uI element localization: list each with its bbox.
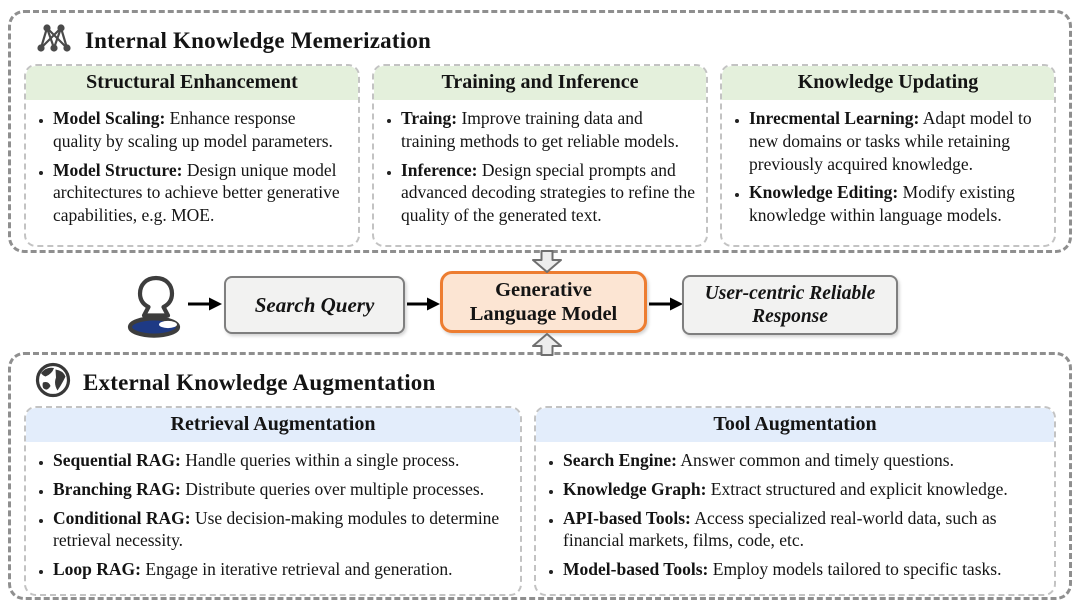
bullet-desc: Answer common and timely questions. — [680, 450, 954, 470]
bullet-term: Traing: — [401, 108, 458, 128]
model-label-line1: Generative — [495, 278, 592, 301]
card-header: Structural Enhancement — [26, 66, 358, 100]
bullet-term: Inference: — [401, 159, 478, 180]
bullet-term: API-based Tools: — [563, 507, 691, 528]
bullet-desc: Extract structured and explicit knowledg… — [710, 478, 1008, 499]
bullet-desc: Design special prompts and advanced deco… — [401, 159, 695, 226]
model-label-line2: Language Model — [469, 303, 618, 325]
card-structural-enhancement: Structural Enhancement Model Scaling: En… — [24, 64, 360, 247]
arrow-model-to-response — [649, 297, 683, 311]
card-header: Knowledge Updating — [722, 66, 1054, 100]
list-item: Conditional RAG: Use decision-making mod… — [53, 507, 510, 553]
card-header: Tool Augmentation — [536, 408, 1054, 442]
arrow-user-to-query — [188, 297, 222, 311]
card-knowledge-updating: Knowledge Updating Inrecmental Learning:… — [720, 64, 1056, 247]
block-arrow-up-icon — [532, 333, 562, 356]
bullet-term: Inrecmental Learning: — [749, 108, 920, 128]
bullet-term: Loop RAG: — [53, 559, 141, 579]
list-item: Search Engine: Answer common and timely … — [563, 449, 1044, 472]
bullet-desc: Improve training data and training metho… — [401, 108, 679, 151]
internal-section-header: Internal Knowledge Memerization — [11, 13, 1069, 64]
search-query-box: Search Query — [224, 276, 405, 334]
card-header: Retrieval Augmentation — [26, 408, 520, 442]
bullet-term: Knowledge Graph: — [563, 478, 707, 499]
bullet-desc: Engage in iterative retrieval and genera… — [145, 559, 453, 579]
bullet-desc: Employ models tailored to specific tasks… — [712, 559, 1002, 579]
card-training-inference: Training and Inference Traing: Improve t… — [372, 64, 708, 247]
bullet-term: Knowledge Editing: — [749, 182, 899, 203]
list-item: API-based Tools: Access specialized real… — [563, 507, 1044, 553]
bullet-term: Model-based Tools: — [563, 559, 709, 579]
card-body: Sequential RAG: Handle queries within a … — [26, 442, 520, 593]
list-item: Loop RAG: Engage in iterative retrieval … — [53, 558, 510, 581]
bullet-desc: Use decision-making modules to determine… — [53, 507, 500, 551]
list-item: Inference: Design special prompts and ad… — [401, 159, 696, 227]
bullet-term: Search Engine: — [563, 450, 677, 470]
card-body: Traing: Improve training data and traini… — [374, 100, 706, 239]
bullet-desc: Distribute queries over multiple process… — [185, 478, 485, 499]
bullet-term: Sequential RAG: — [53, 450, 181, 470]
block-arrow-down-icon — [532, 250, 562, 273]
arrow-query-to-model — [407, 297, 440, 311]
list-item: Traing: Improve training data and traini… — [401, 107, 696, 153]
list-item: Branching RAG: Distribute queries over m… — [53, 478, 510, 501]
bullet-term: Model Scaling: — [53, 108, 166, 128]
bullet-desc: Modify existing knowledge within languag… — [749, 182, 1015, 225]
internal-section-title: Internal Knowledge Memerization — [85, 27, 432, 53]
list-item: Sequential RAG: Handle queries within a … — [53, 449, 510, 472]
card-body: Search Engine: Answer common and timely … — [536, 442, 1054, 593]
response-box: User-centric Reliable Response — [682, 275, 898, 335]
internal-knowledge-section: Internal Knowledge Memerization Structur… — [8, 10, 1072, 253]
card-header: Training and Inference — [374, 66, 706, 100]
bullet-desc: Handle queries within a single process. — [185, 450, 460, 470]
card-body: Model Scaling: Enhance response quality … — [26, 100, 358, 239]
generative-language-model-box: Generative Language Model — [440, 271, 647, 333]
list-item: Knowledge Editing: Modify existing knowl… — [749, 181, 1044, 227]
external-cards-row: Retrieval Augmentation Sequential RAG: H… — [11, 406, 1069, 596]
list-item: Inrecmental Learning: Adapt model to new… — [749, 107, 1044, 175]
bullet-desc: Access specialized real-world data, such… — [563, 507, 997, 551]
globe-icon — [35, 362, 71, 403]
list-item: Model Structure: Design unique model arc… — [53, 159, 348, 227]
bullet-desc: Enhance response quality by scaling up m… — [53, 108, 333, 151]
bullet-desc: Adapt model to new domains or tasks whil… — [749, 108, 1032, 174]
search-query-label: Search Query — [254, 292, 375, 317]
external-section-title: External Knowledge Augmentation — [83, 369, 436, 395]
card-tool-augmentation: Tool Augmentation Search Engine: Answer … — [534, 406, 1056, 596]
external-section-header: External Knowledge Augmentation — [11, 355, 1069, 406]
response-label-line2: Response — [752, 306, 828, 327]
list-item: Knowledge Graph: Extract structured and … — [563, 478, 1044, 501]
external-knowledge-section: External Knowledge Augmentation Retrieva… — [8, 352, 1072, 600]
bullet-term: Conditional RAG: — [53, 507, 191, 528]
network-graph-icon — [35, 20, 73, 61]
list-item: Model Scaling: Enhance response quality … — [53, 107, 348, 153]
internal-cards-row: Structural Enhancement Model Scaling: En… — [11, 64, 1069, 247]
card-retrieval-augmentation: Retrieval Augmentation Sequential RAG: H… — [24, 406, 522, 596]
response-label-line1: User-centric Reliable — [704, 282, 876, 304]
bullet-desc: Design unique model architectures to ach… — [53, 159, 340, 226]
list-item: Model-based Tools: Employ models tailore… — [563, 558, 1044, 581]
person-icon — [123, 273, 189, 346]
bullet-term: Branching RAG: — [53, 478, 181, 499]
bullet-term: Model Structure: — [53, 159, 183, 180]
card-body: Inrecmental Learning: Adapt model to new… — [722, 100, 1054, 239]
